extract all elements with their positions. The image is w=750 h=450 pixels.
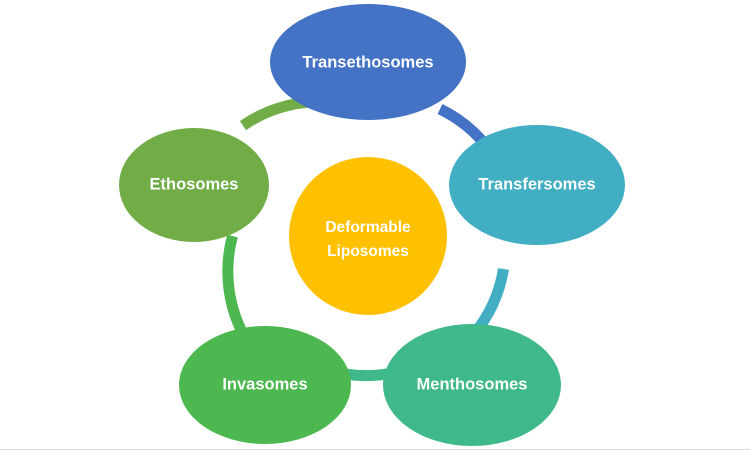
node-ethosomes-label: Ethosomes (150, 175, 239, 193)
center-node[interactable]: Deformable Liposomes (289, 157, 447, 315)
node-transethosomes[interactable]: Transethosomes (270, 4, 466, 120)
node-transfersomes[interactable]: Transfersomes (449, 125, 625, 245)
center-circle[interactable] (289, 157, 447, 315)
node-ethosomes-ellipse[interactable] (119, 128, 269, 242)
node-transfersomes-ellipse[interactable] (449, 125, 625, 245)
node-transethosomes-ellipse[interactable] (270, 4, 466, 120)
center-label-line2: Liposomes (327, 243, 409, 260)
center-label-line1: Deformable (325, 219, 411, 236)
node-invasomes-label: Invasomes (222, 375, 307, 393)
node-invasomes[interactable]: Invasomes (179, 326, 351, 444)
node-transfersomes-label: Transfersomes (478, 175, 595, 193)
arc-invasomes-to-ethosomes (222, 234, 252, 344)
node-menthosomes[interactable]: Menthosomes (383, 324, 561, 446)
node-menthosomes-ellipse[interactable] (383, 324, 561, 446)
node-ethosomes[interactable]: Ethosomes (119, 128, 269, 242)
node-transethosomes-label: Transethosomes (302, 53, 433, 71)
node-invasomes-ellipse[interactable] (179, 326, 351, 444)
node-menthosomes-label: Menthosomes (417, 375, 528, 393)
